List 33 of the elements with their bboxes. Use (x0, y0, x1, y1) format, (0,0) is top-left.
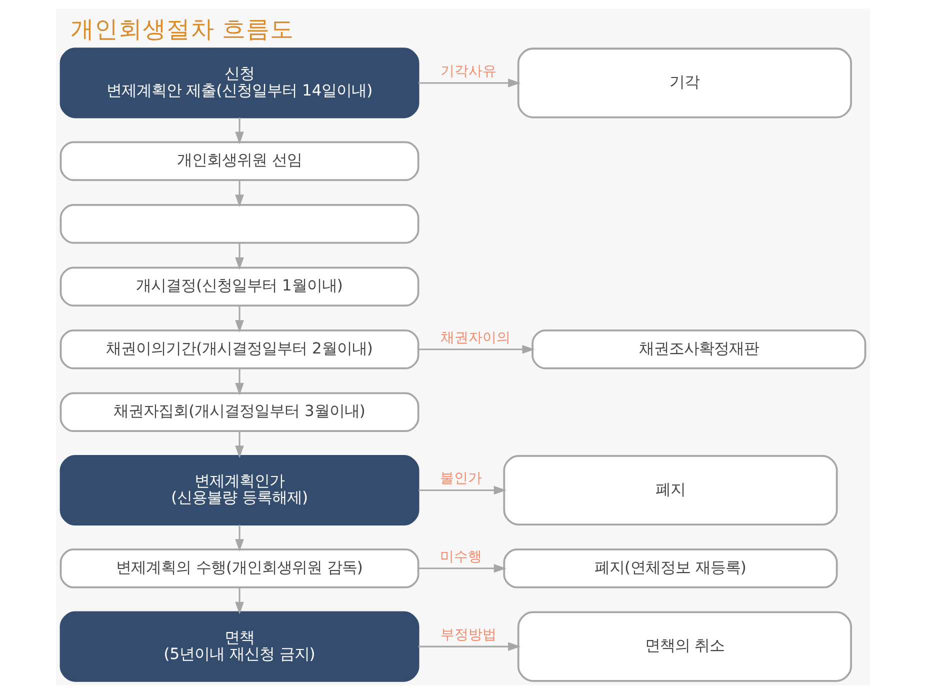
node-box: 개시결정(신청일부터 1월이내) (60, 266, 420, 306)
node-box: 면책의 취소 (517, 611, 852, 682)
arrow (235, 588, 244, 614)
edge-label: 불인가 (440, 470, 482, 487)
arrow (235, 242, 244, 270)
node-box: 폐지(연체정보 재등록) (503, 548, 838, 588)
arrow (418, 642, 521, 651)
edge-label: 미수행 (440, 548, 482, 565)
arrow (418, 78, 521, 88)
node-box: 변제계획의 수행(개인회생위원 감독) (60, 548, 420, 588)
node-box: 채권이의기간(개시결정일부터 2월이내) (60, 329, 420, 370)
arrow (418, 564, 506, 573)
node-box: 신청 변제계획안 제출(신청일부터 14일이내) (60, 48, 420, 118)
node-box: 폐지 (503, 454, 838, 526)
arrow (235, 524, 244, 552)
diagram-title: 개인회생절차 흐름도 (70, 14, 294, 43)
arrow (235, 306, 244, 333)
edge-label: 기각사유 (440, 63, 496, 80)
node-box: 면책 (5년이내 재신청 금지) (60, 611, 420, 682)
arrow (418, 486, 506, 495)
node-box (60, 204, 420, 244)
node-box: 개인회생위원 선임 (60, 141, 420, 181)
edge-label: 부정방법 (440, 626, 496, 643)
arrow (235, 431, 244, 458)
arrow (235, 118, 244, 144)
node-box: 채권조사확정재판 (532, 329, 866, 370)
arrow (235, 180, 244, 208)
node-box: 기각 (517, 48, 852, 118)
edge-label: 채권자이의 (440, 330, 510, 346)
node-box: 채권자집회(개시결정일부터 3월이내) (60, 392, 420, 432)
arrow (418, 344, 535, 354)
node-box: 변제계획인가 (신용불량 등록해제) (60, 454, 420, 526)
arrow (235, 368, 244, 396)
